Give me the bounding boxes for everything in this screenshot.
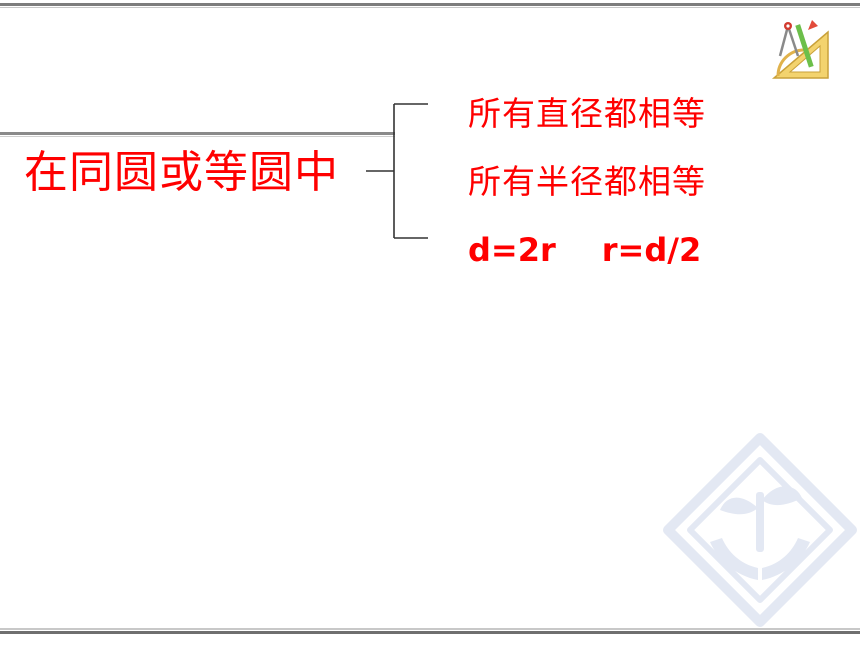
main-heading: 在同圆或等圆中 <box>24 147 339 198</box>
top-rule <box>0 0 860 10</box>
left-divider-rule <box>0 130 395 139</box>
top-rule-light-line <box>0 7 860 8</box>
bottom-rule-light-line <box>0 628 860 630</box>
formula-radius: r=d/2 <box>601 231 702 269</box>
top-rule-dark-line <box>0 3 860 6</box>
compass-ruler-protractor-icon <box>771 20 829 79</box>
formula-diameter: d=2r <box>468 231 556 269</box>
branch-bracket <box>366 103 428 239</box>
bottom-rule-dark-line <box>0 631 860 634</box>
left-divider-light-line <box>0 136 395 137</box>
bottom-rule <box>0 628 860 645</box>
statement-radii-equal: 所有半径都相等 <box>468 162 706 201</box>
sprout-hands-watermark-icon <box>663 433 857 627</box>
left-divider-dark-line <box>0 132 395 135</box>
statement-diameters-equal: 所有直径都相等 <box>468 94 706 133</box>
formula-row: d=2r r=d/2 <box>468 228 701 272</box>
